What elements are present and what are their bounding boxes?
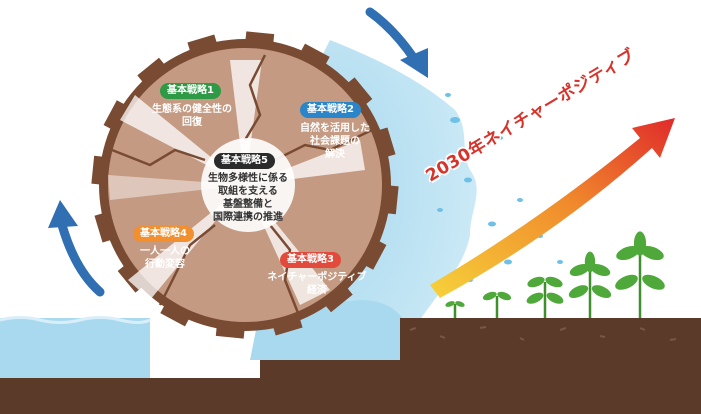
soil-texture [409,326,677,341]
wheel-dividers [111,54,373,319]
strategy2-line1: 自然を活用した [300,123,370,134]
strategy4-text: 一人一人の 行動変容 [117,245,213,271]
strategy2-line2: 社会課題の [310,136,360,147]
sprouts [445,231,665,318]
strategy5-line1: 生物多様性に係る [208,173,288,184]
sprout-icon [445,301,465,318]
sprout-icon [615,231,665,318]
strategy5-line4: 国際連携の推進 [213,212,283,223]
strategy1-badge: 基本戦略1 [160,83,221,99]
strategy1-line2: 回復 [182,117,202,128]
strategy4-badge: 基本戦略4 [133,226,194,242]
strategy5-line2: 取組を支える [218,186,278,197]
strategy1-text: 生態系の健全性の 回復 [137,103,247,129]
strategy3-line2: 経済 [307,285,327,296]
strategy2-line3: 解決 [325,149,345,160]
strategy5-badge: 基本戦略5 [214,153,275,169]
water-surface [0,316,151,324]
strategy4-line2: 行動変容 [145,259,185,270]
strategy5-line3: 基盤整備と [223,199,273,210]
strategy2-badge: 基本戦略2 [300,102,361,118]
strategy1-line1: 生態系の健全性の [152,104,232,115]
rotation-arrow-head-top [400,48,428,78]
rising-arrow-icon [430,118,675,298]
sprout-icon [568,251,612,318]
rotation-arrow-head-left [48,200,78,228]
soil-ground [0,318,701,414]
rotation-arrow-left [57,220,105,297]
strategy4-line1: 一人一人の [140,246,190,257]
strategy5-text: 生物多様性に係る 取組を支える 基盤整備と 国際連携の推進 [193,172,303,224]
water-pool [0,318,150,382]
strategy3-line1: ネイチャーポジティブ [267,272,367,283]
rotation-arrow-icon [365,7,420,65]
sprout-icon [482,291,512,318]
sprout-icon [526,276,564,318]
strategy2-text: 自然を活用した 社会課題の 解決 [285,122,385,161]
strategy3-text: ネイチャーポジティブ 経済 [255,271,379,297]
strategy3-badge: 基本戦略3 [280,252,341,268]
